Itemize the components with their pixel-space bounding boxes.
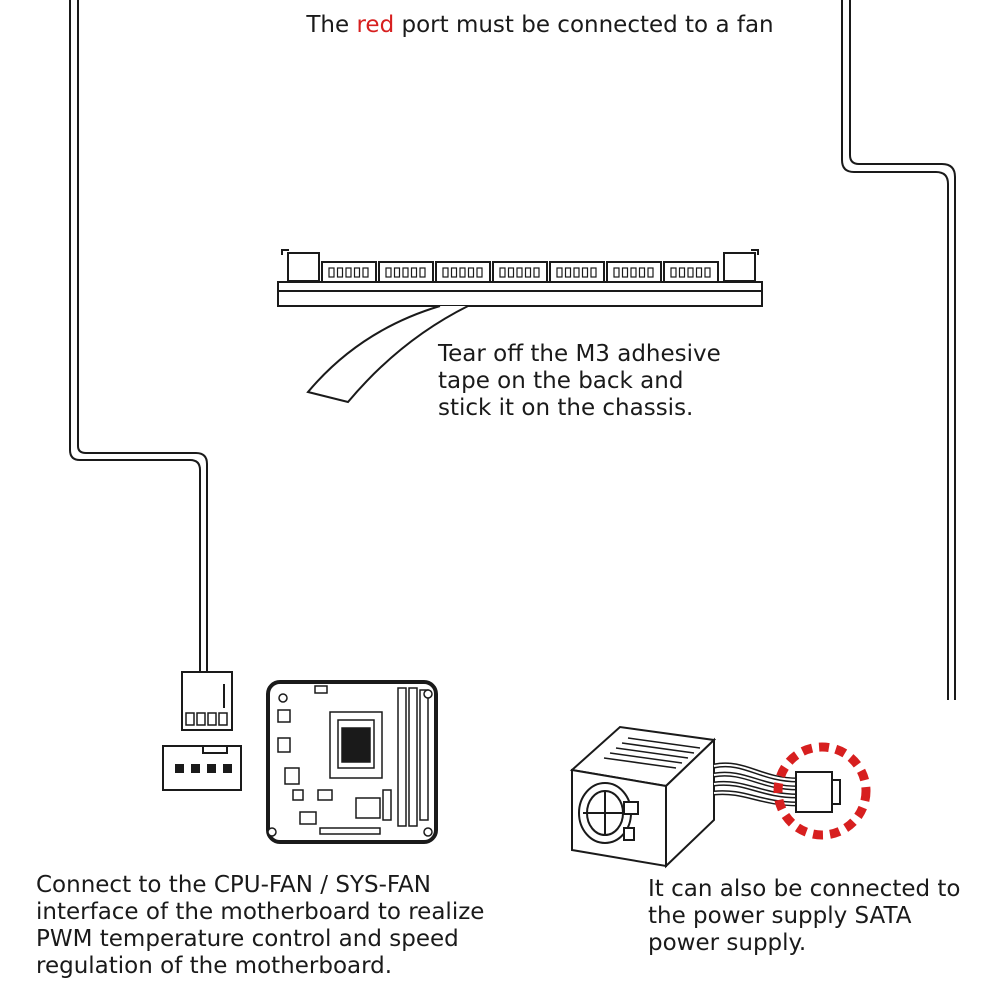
hub-port [492,261,548,283]
psu-caption-line: the power supply SATA [648,903,912,929]
top-caption-highlight: red [356,12,395,38]
motherboard-fan-header [162,745,242,791]
top-caption-prefix: The [306,12,350,38]
sata-highlight-ring [773,742,871,840]
right-cable-wire [841,0,956,700]
tape-caption-line: tape on the back and [438,368,684,394]
motherboard-caption-line: regulation of the motherboard. [36,953,393,979]
hub-port [378,261,434,283]
tape-caption-line: Tear off the M3 adhesive [438,341,721,367]
motherboard-caption: Connect to the CPU-FAN / SYS-FAN interfa… [36,872,484,980]
psu-caption-line: It can also be connected to [648,876,961,902]
psu-caption-line: power supply. [648,930,807,956]
psu-caption: It can also be connected to the power su… [648,876,961,957]
fan-hub-board [277,249,763,404]
power-supply-illustration [569,725,841,869]
motherboard-caption-line: PWM temperature control and speed [36,926,459,952]
hub-port [435,261,491,283]
hub-port [321,261,377,283]
left-cable-wire [69,0,208,672]
hub-port [663,261,719,283]
tape-caption-line: stick it on the chassis. [438,395,694,421]
top-caption-suffix: port must be connected to a fan [401,12,774,38]
motherboard-caption-line: interface of the motherboard to realize [36,899,485,925]
tape-caption: Tear off the M3 adhesive tape on the bac… [438,341,721,422]
motherboard-caption-line: Connect to the CPU-FAN / SYS-FAN [36,872,431,898]
hub-port [549,261,605,283]
motherboard-illustration [266,680,438,844]
fan-connector-plug [181,671,233,731]
hub-port [606,261,662,283]
top-caption: The red port must be connected to a fan [0,12,1000,39]
